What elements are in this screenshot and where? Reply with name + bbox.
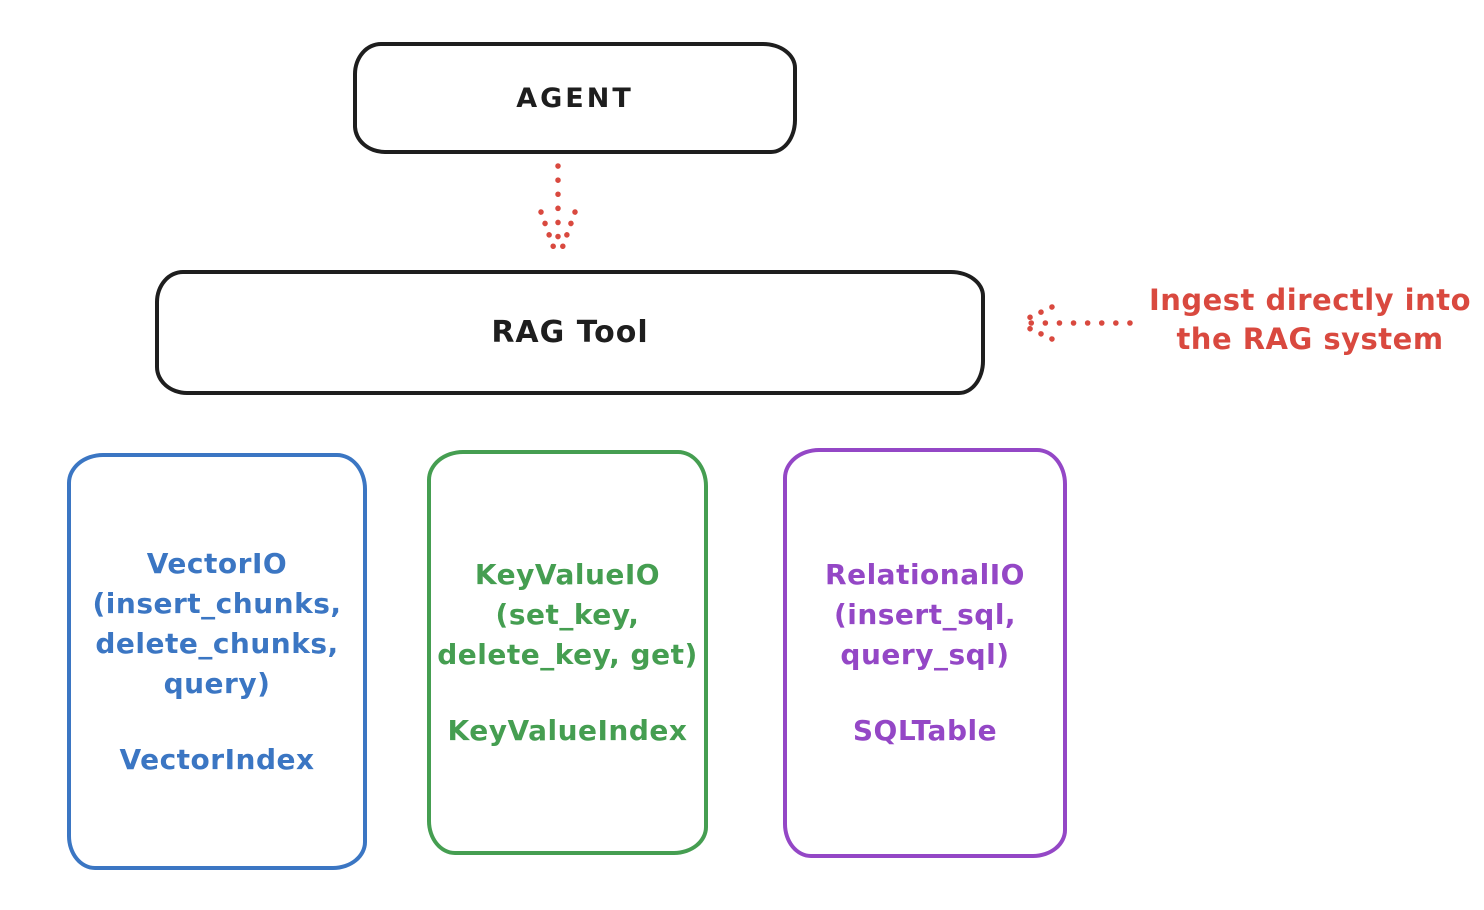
agent-node: AGENT: [353, 42, 797, 154]
ingest-annotation-line1: Ingest directly into: [1148, 283, 1472, 317]
ingest-annotation: Ingest directly into the RAG system: [1135, 281, 1484, 359]
backend-index-label: VectorIndex: [119, 742, 315, 776]
backend-line: (set_key,: [495, 597, 640, 631]
rag-tool-node: RAG Tool: [155, 270, 985, 395]
backend-line: VectorIO: [146, 546, 288, 580]
dotted-left-arrow-icon: [1017, 304, 1133, 342]
rag-tool-label: RAG Tool: [491, 315, 649, 350]
backend-node-key-value-io: KeyValueIO (set_key, delete_key, get) Ke…: [427, 450, 708, 855]
backend-line: query_sql): [840, 638, 1010, 671]
backend-line: RelationalIO: [825, 558, 1025, 591]
backend-line: KeyValueIO: [474, 557, 661, 591]
dotted-down-arrow-icon: [538, 163, 578, 260]
backend-line: (insert_sql,: [833, 598, 1017, 631]
backend-line: delete_chunks,: [95, 626, 339, 660]
backend-index-label: KeyValueIndex: [447, 713, 688, 747]
backend-node-relational-io: RelationalIO (insert_sql, query_sql) SQL…: [783, 448, 1067, 858]
backend-node-vector-io: VectorIO (insert_chunks, delete_chunks, …: [67, 453, 367, 870]
backend-line: query): [163, 666, 271, 700]
ingest-annotation-line2: the RAG system: [1176, 322, 1444, 356]
backend-index-label: SQLTable: [852, 714, 998, 747]
agent-label: AGENT: [516, 82, 634, 114]
backend-line: delete_key, get): [437, 637, 698, 671]
backend-line: (insert_chunks,: [92, 586, 342, 620]
